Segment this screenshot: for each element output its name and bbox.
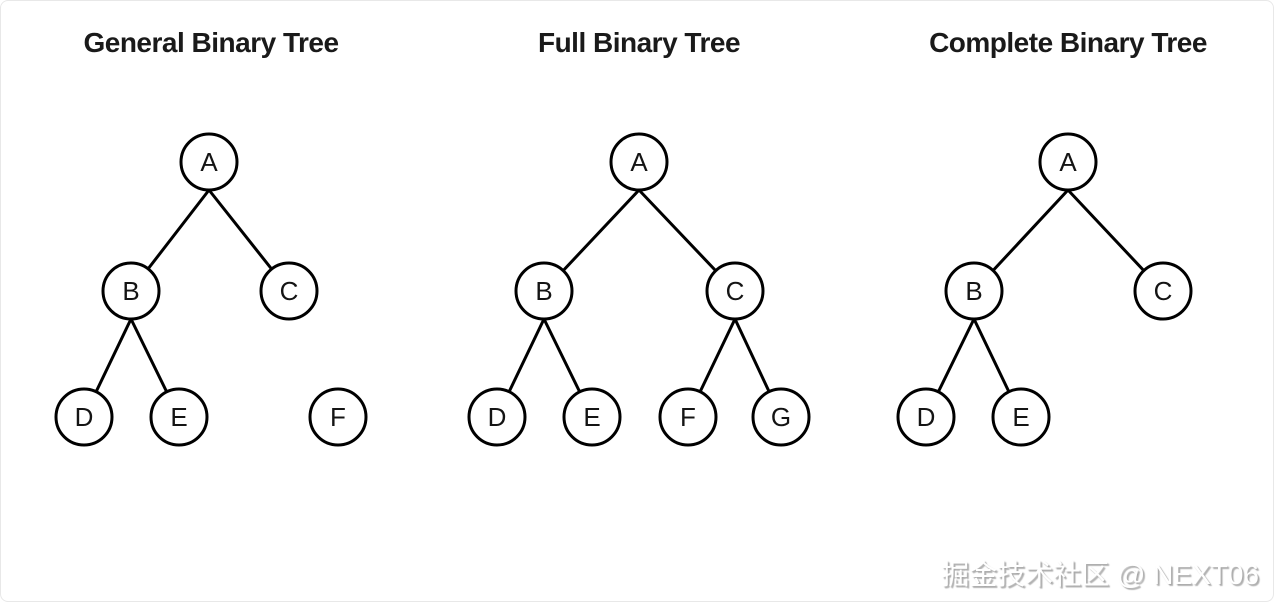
node-label-D: D [75,402,94,432]
node-label-B: B [965,276,982,306]
tree-node-G [751,387,811,447]
tree-node-D [467,387,527,447]
tree-group-2: A B C D E [896,132,1193,447]
tree-node-E [149,387,209,447]
tree-node-C [1133,261,1193,321]
node-label-B: B [122,276,139,306]
tree-node-D [896,387,956,447]
tree-node-A [1038,132,1098,192]
node-label-A: A [1059,147,1077,177]
node-label-C: C [1154,276,1173,306]
node-label-F: F [330,402,346,432]
node-label-A: A [200,147,218,177]
node-label-G: G [771,402,791,432]
tree-node-A [609,132,669,192]
node-label-E: E [170,402,187,432]
tree-node-C [705,261,765,321]
node-label-E: E [583,402,600,432]
tree-node-E [991,387,1051,447]
tree-node-B [514,261,574,321]
node-label-C: C [726,276,745,306]
node-label-D: D [917,402,936,432]
node-label-A: A [630,147,648,177]
tree-node-C [259,261,319,321]
tree-node-F [658,387,718,447]
node-label-C: C [280,276,299,306]
tree-group-0: A B C D E F [54,132,368,447]
node-label-B: B [535,276,552,306]
tree-node-A [179,132,239,192]
tree-title-complete: Complete Binary Tree [929,27,1207,58]
tree-node-E [562,387,622,447]
tree-node-F [308,387,368,447]
watermark: 掘金技术社区 @ NEXT06 [941,559,1259,590]
tree-title-general: General Binary Tree [83,27,339,58]
node-label-E: E [1012,402,1029,432]
tree-node-D [54,387,114,447]
node-label-D: D [488,402,507,432]
node-label-F: F [680,402,696,432]
tree-title-full: Full Binary Tree [537,27,741,58]
tree-node-B [944,261,1004,321]
tree-node-B [101,261,161,321]
tree-group-1: A B C D E F G [467,132,811,447]
